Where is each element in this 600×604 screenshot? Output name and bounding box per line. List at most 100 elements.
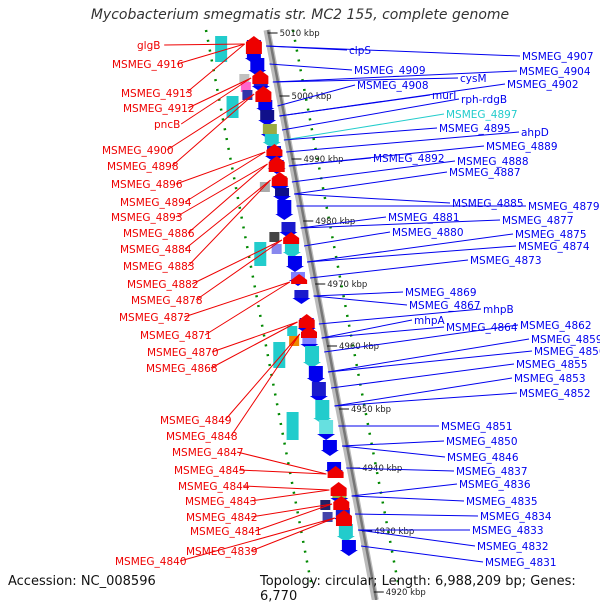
forward-gene-label: MSMEG_4889 <box>486 141 558 153</box>
forward-leader-line <box>279 94 431 117</box>
forward-gene-block <box>311 382 326 396</box>
reverse-gene-arrow <box>255 86 272 102</box>
forward-leader-line <box>269 63 353 71</box>
reverse-gene-label: MSMEG_4896 <box>111 179 183 191</box>
reverse-gene-label: MSMEG_4883 <box>123 261 195 273</box>
forward-gene-label: cysM <box>460 73 487 85</box>
forward-leader-line <box>354 513 479 517</box>
reverse-leader-line <box>250 503 333 518</box>
map-title: Mycobacterium smegmatis str. MC2 155, co… <box>90 7 510 23</box>
accession-text: Accession: NC_008596 <box>8 574 156 589</box>
forward-gene-label: MSMEG_4895 <box>439 123 511 135</box>
forward-gene-label: MSMEG_4855 <box>516 359 588 371</box>
reverse-gene-label: MSMEG_4840 <box>115 556 187 568</box>
reverse-gene-arrow <box>245 36 262 54</box>
forward-leader-line <box>327 350 533 373</box>
reverse-leader-line <box>204 281 291 336</box>
forward-leader-line <box>288 157 372 167</box>
reverse-leader-line <box>191 239 283 285</box>
reverse-leader-line <box>210 321 298 369</box>
reverse-gene-label: MSMEG_4843 <box>185 496 257 508</box>
reverse-leader-line <box>184 179 271 250</box>
reverse-gene-block <box>271 244 282 254</box>
forward-gene-block <box>327 462 342 470</box>
forward-gene-arrow <box>317 434 336 440</box>
kbp-label: 4930 kbp <box>374 527 414 537</box>
forward-leader-line <box>303 231 391 247</box>
forward-leader-line <box>300 216 387 229</box>
reverse-leader-line <box>171 93 255 167</box>
reverse-gene-label: MSMEG_4882 <box>127 279 199 291</box>
reverse-gene-label: MSMEG_4886 <box>123 228 195 240</box>
forward-leader-line <box>283 113 445 141</box>
forward-gene-label: MSMEG_4888 <box>457 156 529 168</box>
reverse-leader-line <box>250 517 335 552</box>
forward-gene-block <box>287 256 302 266</box>
forward-gene-arrow <box>273 196 292 202</box>
forward-leader-line <box>327 338 530 373</box>
reverse-gene-label: glgB <box>137 40 160 52</box>
forward-gene-block <box>275 188 290 196</box>
forward-gene-label: MSMEG_4892 <box>373 153 445 165</box>
forward-gene-label: MSMEG_4873 <box>470 255 542 267</box>
forward-leader-line <box>357 529 476 547</box>
forward-gene-label: mhpA <box>414 315 446 327</box>
forward-gene-label: MSMEG_4874 <box>518 241 590 253</box>
kbp-label: 4920 kbp <box>386 588 426 598</box>
reverse-leader-line <box>236 451 327 475</box>
forward-leader-line <box>281 98 460 131</box>
forward-gene-label: MSMEG_4877 <box>502 215 574 227</box>
forward-gene-label: MSMEG_4869 <box>405 287 477 299</box>
reverse-leader-line <box>164 43 245 46</box>
reverse-gene-block <box>322 512 333 522</box>
reverse-gene-label: MSMEG_4839 <box>186 546 258 558</box>
forward-gene-arrow <box>282 252 301 258</box>
forward-leader-line <box>283 127 438 141</box>
forward-gene-label: MSMEG_4909 <box>354 65 426 77</box>
forward-gene-block <box>341 540 356 550</box>
forward-gene-block <box>264 134 279 142</box>
forward-gene-arrow <box>336 536 355 542</box>
forward-gene-label: MSMEG_4875 <box>515 229 587 241</box>
forward-gene-block <box>305 346 320 362</box>
reverse-gene-label: MSMEG_4900 <box>102 145 174 157</box>
forward-gene-block <box>294 290 309 298</box>
forward-gene-block <box>319 420 334 434</box>
highlight-gene-block <box>226 96 239 118</box>
reverse-gene-label: MSMEG_4913 <box>121 88 193 100</box>
reverse-gene-label: MSMEG_4844 <box>178 481 250 493</box>
reverse-gene-label: MSMEG_4872 <box>119 312 191 324</box>
reverse-gene-label: MSMEG_4868 <box>146 363 218 375</box>
reverse-gene-label: MSMEG_4849 <box>160 415 232 427</box>
highlight-gene-block <box>215 36 228 62</box>
reverse-gene-label: MSMEG_4871 <box>140 330 212 342</box>
forward-leader-line <box>291 160 456 183</box>
forward-gene-label: MSMEG_4846 <box>447 452 519 464</box>
kbp-label: 4980 kbp <box>315 217 355 227</box>
reverse-gene-arrow <box>283 232 300 244</box>
forward-leader-line <box>341 445 446 458</box>
forward-leader-line <box>321 319 413 339</box>
reverse-leader-line <box>184 151 266 203</box>
forward-leader-line <box>286 131 520 153</box>
forward-leader-line <box>346 467 455 472</box>
reverse-gene-label: MSMEG_4848 <box>166 431 238 443</box>
kbp-label: 4950 kbp <box>351 405 391 415</box>
reverse-leader-line <box>249 489 330 502</box>
forward-gene-block <box>250 58 265 70</box>
reverse-gene-label: pncB <box>154 119 180 131</box>
kbp-label: 4970 kbp <box>327 280 367 290</box>
forward-gene-block <box>258 100 273 108</box>
genome-backbone-core <box>266 29 378 600</box>
forward-gene-label: MSMEG_4856 <box>534 346 600 358</box>
forward-gene-label: rph-rdgB <box>461 94 507 106</box>
forward-gene-label: MSMEG_4885 <box>452 198 524 210</box>
forward-leader-line <box>334 392 518 407</box>
reverse-leader-line <box>187 163 268 234</box>
highlight-gene-block <box>254 242 267 266</box>
forward-leader-line <box>321 326 445 339</box>
forward-leader-line <box>351 495 465 502</box>
forward-gene-label: MSMEG_4831 <box>485 557 557 569</box>
reverse-gene-label: MSMEG_4916 <box>112 59 184 71</box>
